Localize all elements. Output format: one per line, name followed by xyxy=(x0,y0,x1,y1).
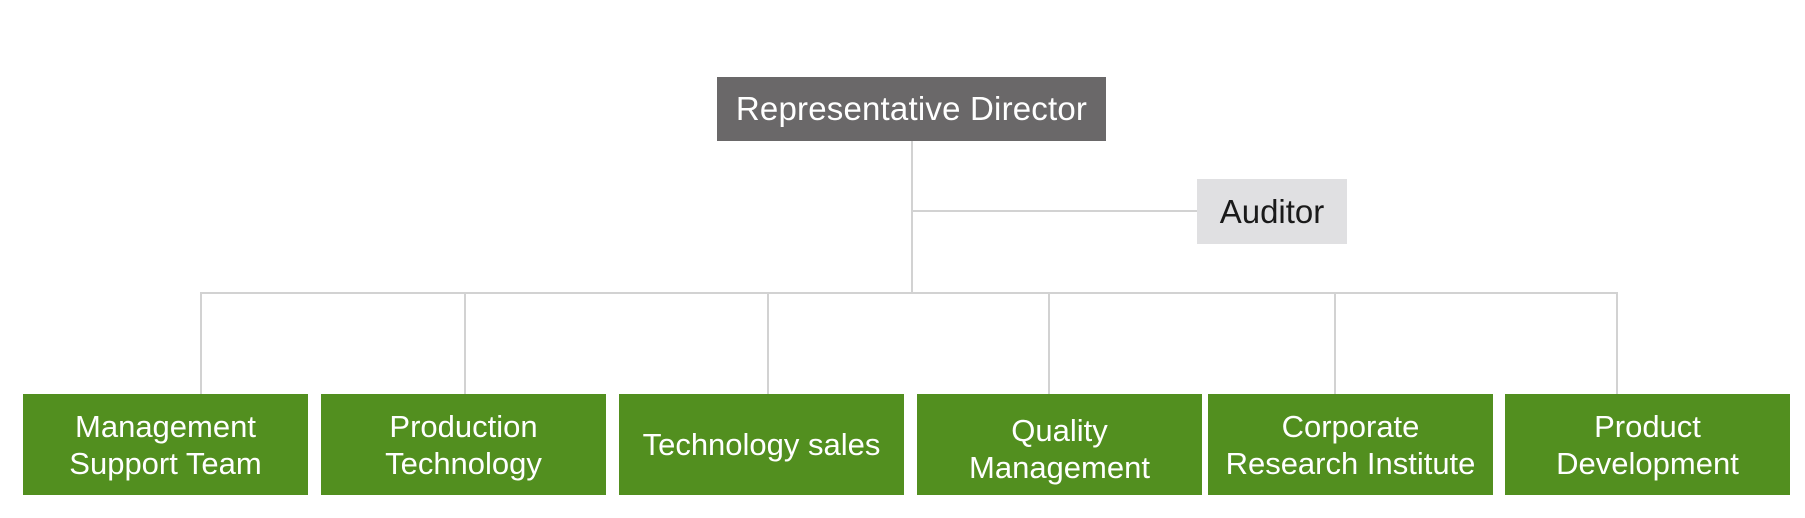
auditor-label: Auditor xyxy=(1219,192,1325,230)
director-trunk-line xyxy=(911,141,913,293)
department-label: Product Development xyxy=(1556,408,1739,481)
department-label: Corporate Research Institute xyxy=(1225,408,1476,481)
auditor-box: Auditor xyxy=(1197,179,1347,244)
department-drop-line xyxy=(767,292,769,394)
department-box-quality-management: Quality Management xyxy=(917,394,1202,495)
department-drop-line xyxy=(464,292,466,394)
department-label: Technology sales xyxy=(642,427,881,462)
department-label: Management Support Team xyxy=(69,408,262,481)
department-bus-line xyxy=(200,292,1618,294)
department-label: Quality Management xyxy=(969,412,1150,485)
department-drop-line xyxy=(200,292,202,394)
department-label: Production Technology xyxy=(385,408,542,481)
department-box-management-support-team: Management Support Team xyxy=(23,394,308,495)
department-drop-line xyxy=(1616,292,1618,394)
auditor-branch-line xyxy=(912,210,1197,212)
department-box-technology-sales: Technology sales xyxy=(619,394,904,495)
representative-director-label: Representative Director xyxy=(735,90,1088,127)
department-box-corporate-research-institute: Corporate Research Institute xyxy=(1208,394,1493,495)
representative-director-box: Representative Director xyxy=(717,77,1106,141)
department-drop-line xyxy=(1334,292,1336,394)
department-box-product-development: Product Development xyxy=(1505,394,1790,495)
department-box-production-technology: Production Technology xyxy=(321,394,606,495)
department-drop-line xyxy=(1048,292,1050,394)
